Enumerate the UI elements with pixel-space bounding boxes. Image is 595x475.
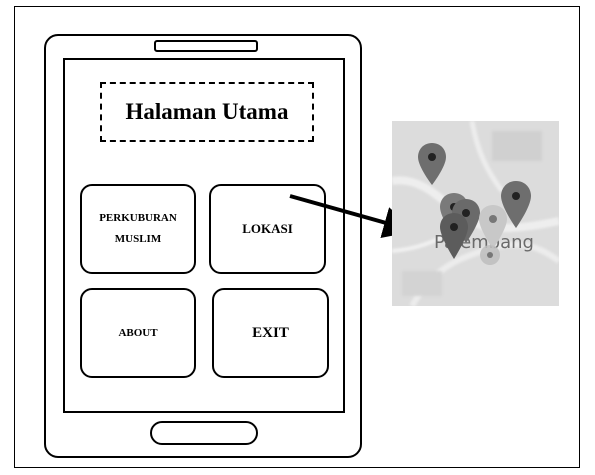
phone-home-button[interactable] bbox=[150, 421, 258, 445]
phone-speaker bbox=[154, 40, 258, 52]
perkuburan-label-line2: MUSLIM bbox=[114, 233, 162, 245]
exit-label: EXIT bbox=[252, 324, 289, 341]
page-title-box: Halaman Utama bbox=[100, 82, 314, 142]
lokasi-label: LOKASI bbox=[242, 221, 293, 236]
map-pin-icon bbox=[480, 245, 500, 265]
exit-button[interactable]: EXIT bbox=[212, 288, 329, 378]
about-button[interactable]: ABOUT bbox=[80, 288, 196, 378]
map-pin-icon bbox=[418, 143, 446, 185]
page-title: Halaman Utama bbox=[125, 99, 289, 124]
perkuburan-label-line1: PERKUBURAN bbox=[99, 212, 177, 224]
about-label: ABOUT bbox=[118, 327, 158, 339]
lokasi-button[interactable]: LOKASI bbox=[209, 184, 326, 274]
map-pin-icon bbox=[440, 213, 468, 259]
map-pin-icon bbox=[501, 181, 531, 228]
map-preview: Palembang bbox=[392, 121, 559, 306]
perkuburan-muslim-button[interactable]: PERKUBURAN MUSLIM bbox=[80, 184, 196, 274]
map-pin-icon bbox=[479, 205, 507, 249]
